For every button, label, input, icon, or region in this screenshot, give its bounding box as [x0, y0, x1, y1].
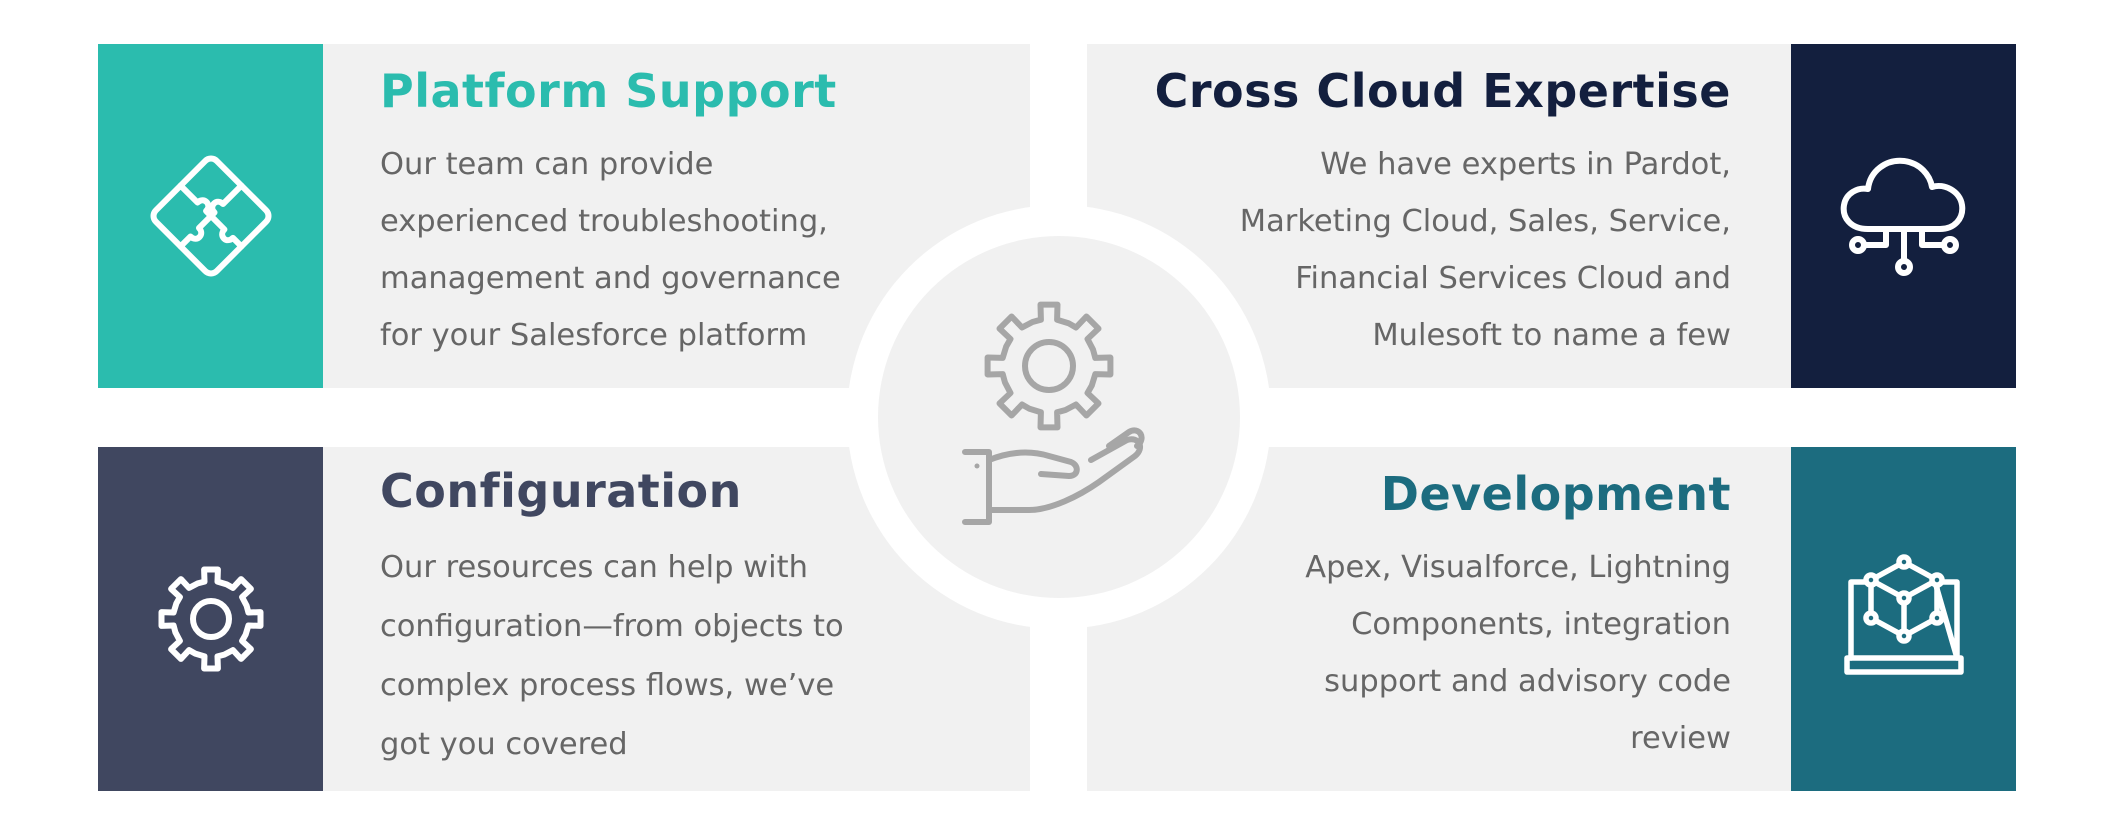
platform-support-icon-tile: [98, 44, 323, 388]
development-description: Apex, Visualforce, Lightning Components,…: [1305, 539, 1731, 767]
description-line: Mulesoft to name a few: [1372, 318, 1731, 353]
puzzle-icon: [146, 151, 276, 281]
platform-support-description: Our team can provide experienced trouble…: [380, 136, 841, 364]
description-line: got you covered: [380, 727, 628, 762]
description-line: review: [1630, 721, 1731, 756]
description-line: experienced troubleshooting,: [380, 204, 828, 239]
cross-cloud-description: We have experts in Pardot, Marketing Clo…: [1240, 136, 1731, 364]
cross-cloud-icon-tile: [1791, 44, 2016, 388]
center-hub: [878, 236, 1240, 598]
hand-gear-icon: [959, 300, 1159, 534]
description-line: Our resources can help with: [380, 550, 808, 585]
description-line: Components, integration: [1351, 607, 1731, 642]
configuration-icon-tile: [98, 447, 323, 791]
configuration-description: Our resources can help with configuratio…: [380, 538, 844, 774]
description-line: management and governance: [380, 261, 841, 296]
cross-cloud-card: Cross Cloud Expertise We have experts in…: [1087, 44, 2016, 388]
development-title: Development: [1380, 467, 1731, 521]
platform-support-card: Platform Support Our team can provide ex…: [98, 44, 1030, 388]
cube-monitor-icon: [1839, 554, 1969, 684]
description-line: for your Salesforce platform: [380, 318, 808, 353]
description-line: Apex, Visualforce, Lightning: [1305, 550, 1731, 585]
description-line: configuration—from objects to: [380, 609, 844, 644]
gear-icon: [153, 561, 269, 677]
description-line: Marketing Cloud, Sales, Service,: [1239, 204, 1731, 239]
description-line: Financial Services Cloud and: [1295, 261, 1731, 296]
configuration-title: Configuration: [380, 464, 742, 518]
cross-cloud-title: Cross Cloud Expertise: [1154, 64, 1731, 118]
description-line: complex process flows, we’ve: [380, 668, 835, 703]
platform-support-title: Platform Support: [380, 64, 837, 118]
development-icon-tile: [1791, 447, 2016, 791]
description-line: Our team can provide: [380, 147, 714, 182]
description-line: support and advisory code: [1324, 664, 1731, 699]
description-line: We have experts in Pardot,: [1320, 147, 1731, 182]
cloud-network-icon: [1834, 151, 1974, 281]
